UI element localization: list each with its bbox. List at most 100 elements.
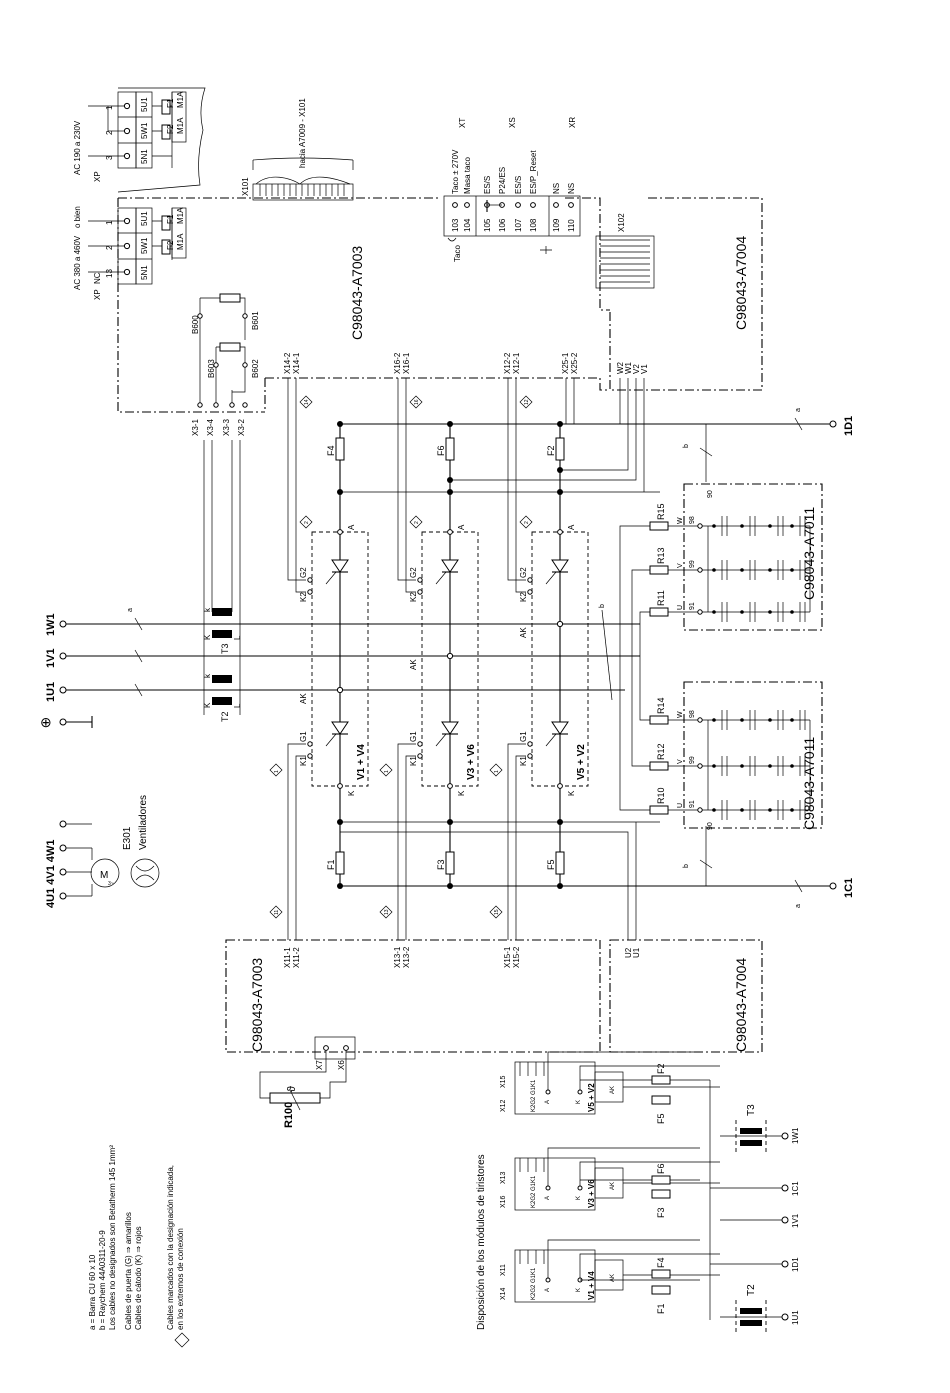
legend: a = Barra CU 60 x 10 b = Raychem 44A0311… (88, 1145, 190, 1348)
pin-g2-label: G2 (409, 567, 418, 578)
snubber-pin-label: V (677, 759, 684, 764)
marker-13: 13 (379, 905, 393, 919)
gate-terminal-icon (527, 577, 533, 583)
fuse-top-label: F6 (436, 445, 446, 456)
wire-a-phase-label: a (127, 608, 134, 612)
snubber-pin-label: V (677, 563, 684, 568)
snub-bottom-label: C98043-A7011 (801, 737, 817, 830)
snubber-res-label: R14 (656, 697, 666, 714)
mark-11-text: 11 (274, 910, 280, 915)
layout-k-label: K (576, 1288, 582, 1292)
thyristor-upper-gate (325, 571, 337, 585)
junction-dcpos (557, 421, 563, 427)
x15-2-label: X15-2 (512, 946, 521, 968)
layout-k-wire (579, 1253, 720, 1278)
legend-note: Los cables no designados son Betatherm 1… (108, 1145, 117, 1330)
gate-terminal-icon (527, 753, 533, 759)
mark-1c-text: 1 (494, 770, 500, 773)
snubber-res-label: R13 (656, 547, 666, 564)
terminal-103-label: Taco ± 270V (451, 149, 460, 194)
mark-12-text: 12 (524, 399, 530, 405)
cap-node (768, 610, 772, 614)
snubber-resistor (649, 715, 669, 725)
phase-1v1-label: 1V1 (45, 648, 57, 668)
supply-terminals: XP 1 2 3 5U1 5W1 5N1 F1 F2 M1A M1A AC 19… (73, 87, 206, 300)
fuse-bottom-label: F1 (326, 859, 336, 870)
snubber-feed: b b b (599, 424, 713, 886)
t3-k-small: k (203, 607, 212, 612)
marker-2a: 2 (299, 515, 313, 529)
ct-t3: k K L T3 (203, 607, 242, 654)
pin-g1-label: G1 (299, 731, 308, 742)
gate-terminal-icon (307, 589, 313, 595)
marker-diamond-icon (174, 1332, 190, 1348)
alt-text: o bien (73, 206, 82, 228)
thyristor-lower-icon (331, 721, 349, 735)
mark-14-text: 14 (304, 399, 310, 405)
dc-pos-label: 1D1 (843, 416, 855, 436)
module-label: V3 + V6 (466, 744, 477, 780)
junction-bus2 (557, 489, 563, 495)
t2-label: T2 (220, 711, 230, 722)
node-k-icon (337, 783, 343, 789)
fuse-f1-lower (161, 215, 171, 231)
v1-label: V1 (640, 364, 649, 374)
layout-x2-label: X15 (500, 1075, 507, 1088)
node-k-icon (557, 783, 563, 789)
cap-node (790, 524, 794, 528)
layout-fuse-f3 (651, 1189, 671, 1199)
junction-bus3 (447, 819, 453, 825)
fan-icon (130, 858, 160, 888)
node-ak-icon (336, 686, 344, 694)
pin-k1-label: K1 (409, 756, 418, 766)
thyristor-lower-gate (325, 733, 337, 747)
layout-x2-label: X11 (500, 1264, 507, 1276)
layout-fuse-f2 (651, 1075, 671, 1085)
t3-k-big: K (203, 634, 212, 640)
ctrl-board-top-frame (117, 197, 610, 413)
legend-cathode: Cables de cátodo (K) ⇒ rojos (134, 1226, 143, 1330)
layout-a-wire (547, 1239, 700, 1278)
layout-f3-label: F3 (656, 1207, 666, 1218)
x16-2-label: X16-2 (393, 352, 402, 374)
ct-t2-core-icon (212, 675, 232, 683)
pe-symbol: ⊕ (40, 714, 52, 730)
marker-1: 1 (269, 763, 283, 777)
pin-k2-label: K2 (519, 592, 528, 602)
cap-node (712, 524, 716, 528)
gate-terminal-icon (417, 589, 423, 595)
x102-label: X102 (617, 213, 626, 232)
fuse-top-label: F4 (326, 445, 336, 456)
layout-k-wire (579, 1161, 720, 1186)
pin-2-lower: 2 (105, 245, 114, 250)
layout-t2-core (740, 1308, 762, 1314)
marker-2c: 2 (519, 515, 533, 529)
layout-pins-label: K2G2 G1K1 (531, 1079, 537, 1112)
cap-node (768, 764, 772, 768)
ac-high-label: AC 380 a 460V (73, 235, 82, 290)
x3-3-label: X3-3 (222, 419, 231, 436)
theta-symbol: ϑ (286, 1086, 298, 1092)
snubber-num-label: 99 (689, 560, 696, 568)
motor-icon (90, 858, 120, 888)
pin-g2-label: G2 (299, 567, 308, 578)
b603-label: B603 (207, 359, 216, 378)
dc-neg-label: 1C1 (843, 878, 855, 898)
gate-terminal-icon (417, 577, 423, 583)
fan-desc: Ventiladores (138, 795, 149, 850)
label-m1a-lower-1: M1A (176, 207, 185, 224)
terminal-105-num: 105 (483, 218, 492, 232)
xt-label: XT (458, 118, 467, 128)
thyristor-upper-icon (551, 559, 569, 573)
terminal-106-label: P24/ES (498, 167, 507, 194)
fuse-top (335, 437, 345, 461)
layout-module-box (514, 1157, 596, 1211)
r100-resistor (269, 1092, 321, 1104)
ct-t2: k K L T2 (203, 673, 242, 722)
wire-b-top-label: b (683, 444, 690, 448)
cap-node (740, 718, 744, 722)
thyristor-lower-gate (435, 733, 447, 747)
